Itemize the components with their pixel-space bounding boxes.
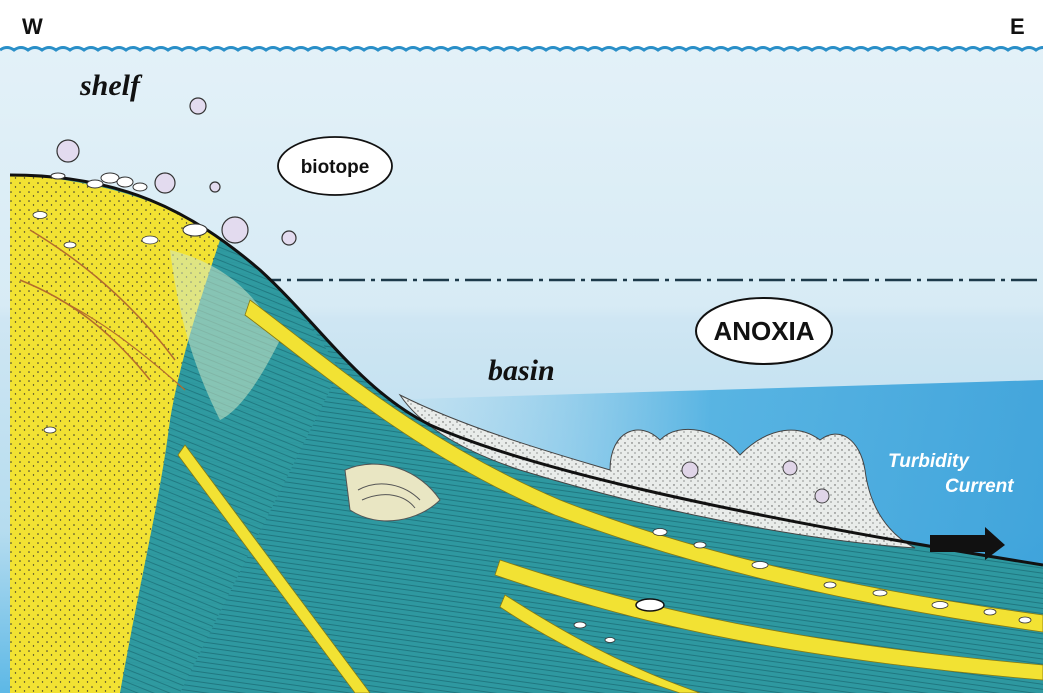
ammonite-icon [222,217,248,243]
ammonite-icon [190,98,206,114]
west-label: W [22,14,43,39]
large-pebble [636,599,664,611]
basin-label: basin [488,354,555,387]
ammonite-icon [210,182,220,192]
ammonite-icon [155,173,175,193]
east-label: E [1010,14,1025,39]
turbidity-label-line2: Current [945,476,1014,497]
shelf-label: shelf [79,69,143,102]
turbidity-label-line1: Turbidity [888,451,970,472]
ammonite-icon [57,140,79,162]
ammonite-icon [282,231,296,245]
biotope-callout: biotope [278,137,392,195]
biotope-label: biotope [301,157,370,178]
anoxia-callout: ANOXIA [696,298,832,364]
anoxia-label: ANOXIA [713,316,814,346]
